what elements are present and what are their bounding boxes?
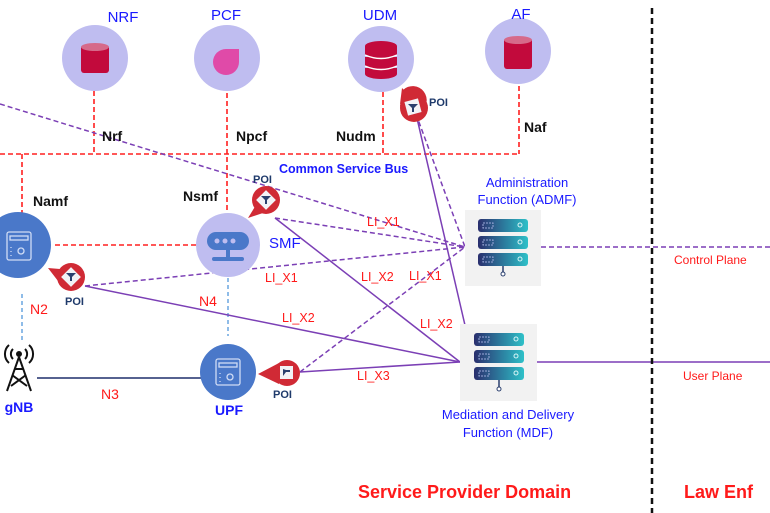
poi-marker-smf[interactable] <box>248 186 280 218</box>
mdf-server-node[interactable] <box>460 324 537 401</box>
server-rack-icon <box>474 333 524 392</box>
database-icon <box>504 36 532 69</box>
camera-icon <box>408 104 418 112</box>
li-x3-label: LI_X3 <box>357 369 390 383</box>
poi-marker-udm[interactable] <box>400 86 428 122</box>
smf-interface-label: Nsmf <box>183 188 218 204</box>
upf-poi-to-admf-link <box>299 246 466 373</box>
amf-node[interactable] <box>0 212 51 278</box>
nrf-interface-label: Nrf <box>102 128 123 144</box>
udm-node[interactable] <box>348 26 414 92</box>
li-x1-dashed-links <box>0 103 770 373</box>
camera-icon <box>283 369 290 376</box>
appliance-icon <box>6 231 32 261</box>
mdf-label-line1: Mediation and Delivery <box>442 407 575 422</box>
admf-label-line2: Function (ADMF) <box>478 192 577 207</box>
gnb-node[interactable] <box>3 344 35 392</box>
n2-label: N2 <box>30 301 48 317</box>
n4-label: N4 <box>199 293 217 309</box>
database-icon <box>81 43 109 73</box>
li-x2-label-c: LI_X2 <box>420 317 453 331</box>
upf-poi-to-mdf-link <box>299 361 461 373</box>
li-x1-label-a: LI_X1 <box>367 215 400 229</box>
admf-label-line1: Administration <box>486 175 568 190</box>
amf-poi-to-mdf-link <box>84 285 461 363</box>
af-node[interactable] <box>485 18 551 84</box>
camera-icon <box>66 273 76 281</box>
af-interface-label: Naf <box>524 119 547 135</box>
poi-badge-icon <box>280 366 293 379</box>
service-bus-lines <box>0 86 520 246</box>
poi-label-amf: POI <box>65 296 84 308</box>
ran-links <box>21 278 229 340</box>
nrf-node[interactable] <box>62 25 128 91</box>
udm-poi-to-admf-link <box>415 113 466 248</box>
af-label: AF <box>511 6 530 23</box>
nrf-label: NRF <box>108 9 139 26</box>
nrf-region-to-admf-link <box>0 103 466 248</box>
poi-marker-amf[interactable] <box>48 263 85 291</box>
poi-label-udm: POI <box>429 97 448 109</box>
smf-label: SMF <box>269 235 301 252</box>
smf-node[interactable] <box>196 213 260 277</box>
udm-interface-label: Nudm <box>336 128 376 144</box>
amf-interface-label: Namf <box>33 193 68 209</box>
router-icon <box>207 232 249 261</box>
smf-poi-to-admf-link <box>274 217 466 248</box>
pcf-node[interactable] <box>194 25 260 91</box>
udm-label: UDM <box>363 7 397 24</box>
appliance-icon <box>215 358 241 386</box>
poi-label-upf: POI <box>273 389 292 401</box>
smf-poi-to-mdf-link <box>274 217 461 363</box>
service-provider-domain-label: Service Provider Domain <box>358 482 571 502</box>
li-x1-label-c: LI_X1 <box>409 269 442 283</box>
li-x2-label-a: LI_X2 <box>361 270 394 284</box>
pcf-interface-label: Npcf <box>236 128 267 144</box>
upf-node[interactable] <box>200 344 256 400</box>
upf-label: UPF <box>215 402 243 418</box>
li-x2-label-b: LI_X2 <box>282 311 315 325</box>
camera-icon <box>261 196 271 204</box>
poi-label-smf: POI <box>253 174 272 186</box>
poi-marker-upf[interactable] <box>258 360 300 386</box>
pcf-label: PCF <box>211 7 241 24</box>
common-service-bus-label: Common Service Bus <box>279 162 408 176</box>
law-enforcement-domain-label: Law Enf <box>684 482 754 502</box>
database-stack-icon <box>364 41 398 79</box>
mdf-label-line2: Function (MDF) <box>463 425 553 440</box>
li-x1-label-b: LI_X1 <box>265 271 298 285</box>
control-plane-label: Control Plane <box>674 253 747 267</box>
cell-tower-icon <box>3 344 35 392</box>
n3-label: N3 <box>101 386 119 402</box>
server-rack-icon <box>478 219 528 277</box>
user-plane-label: User Plane <box>683 369 743 383</box>
admf-server-node[interactable] <box>465 210 541 286</box>
gnb-label: gNB <box>5 399 34 415</box>
policy-drop-icon <box>213 49 239 75</box>
